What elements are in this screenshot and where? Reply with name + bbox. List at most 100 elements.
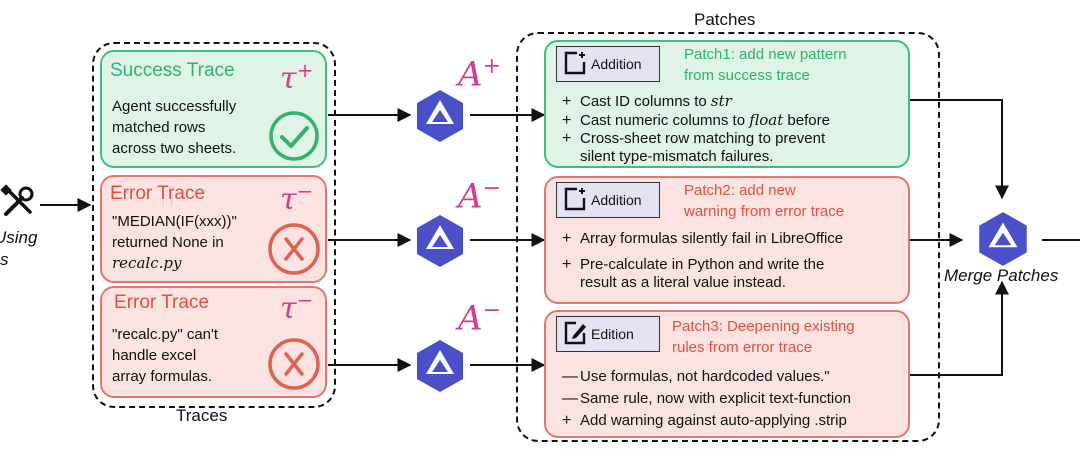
agent-node-2 [410,211,470,271]
badge-label: Addition [591,56,642,72]
tau-symbol: τ [280,61,297,96]
item-text: Same rule, now with explicit text-functi… [580,390,851,407]
item-text: Cast numeric columns to [580,112,750,129]
trace-description: Agent successfully matched rows across t… [112,96,236,159]
agent-hex-icon [417,340,463,392]
patch-item: +Array formulas silently fail in LibreOf… [562,230,843,248]
addition-badge: Addition [556,182,660,218]
patch-item: +Cross-sheet row matching to prevent [562,130,830,148]
patch-item: —Use formulas, not hardcoded values." [562,368,851,386]
patch-title-line: from success trace [684,67,810,84]
traces-title: Traces [176,406,228,425]
agent-sign: − [482,298,501,323]
patch-item-continued: result as a literal value instead. [562,274,843,292]
item-after: before [783,112,830,129]
agent-label-1: A+ [458,54,501,94]
tau-minus-label: τ− [280,288,313,326]
patch-title-line: Patch3: Deepening existing [672,318,855,335]
item-symbol: + [562,256,572,273]
patch-title: Patch3: Deepening existing rules from er… [672,316,855,358]
item-text: Pre-calculate in Python and write the [580,256,825,273]
trace-description: "recalc.py" can't handle excel array for… [112,324,218,387]
patch-items: —Use formulas, not hardcoded values." —S… [562,368,851,430]
item-symbol: + [562,112,572,129]
tau-symbol: τ [280,291,297,326]
trace-line: returned None in [112,234,224,251]
error-trace-card: Error Trace τ− "recalc.py" can't handle … [100,286,327,398]
merge-hex-icon [979,212,1027,266]
item-symbol: + [562,230,572,247]
tau-plus-label: τ+ [280,58,313,96]
patches-group [516,32,940,442]
badge-label: Addition [591,192,642,208]
patch-card-2: Addition Patch2: add new warning from er… [544,176,910,304]
trace-line: "MEDIAN(IF(xxx))" [112,213,237,230]
agent-sign: + [482,54,501,79]
patch-items: +Array formulas silently fail in LibreOf… [562,230,843,292]
trace-description: "MEDIAN(IF(xxx))" returned None in recal… [112,211,237,274]
arrow-patch3-to-merge [910,280,1009,376]
patch-item: —Same rule, now with explicit text-funct… [562,390,851,408]
agent-sign: − [482,176,501,201]
patch-title-line: Patch2: add new [684,182,796,199]
item-text: Use formulas, not hardcoded values." [580,368,830,385]
edit-file-icon [563,320,587,349]
item-text: result as a literal value instead. [580,274,786,291]
trace-line-code: recalc.py [112,254,182,272]
tau-sign: − [296,288,314,312]
patch-card-3: Edition Patch3: Deepening existing rules… [544,310,910,438]
trace-title: Error Trace [110,183,206,204]
agent-symbol: A [458,298,483,339]
success-trace-card: Success Trace τ+ Agent successfully matc… [100,50,327,168]
item-text: silent type-mismatch failures. [580,148,774,165]
traces-group [92,42,336,408]
patch-card-1: Addition Patch1: add new pattern from su… [544,40,910,168]
add-file-icon [563,186,587,215]
add-file-icon [563,50,587,79]
item-math: str [710,92,732,110]
merge-label: Merge Patches [944,266,1059,285]
patch-item: + Cast ID columns to str [562,92,830,111]
item-symbol: — [562,368,578,385]
item-symbol: + [562,412,572,429]
agent-symbol: A [458,176,483,217]
trace-title: Error Trace [114,292,210,313]
item-math: float [749,111,784,129]
item-text: Add warning against auto-applying .strip [580,412,847,429]
item-symbol: + [562,93,572,110]
x-circle-icon [266,336,322,392]
check-circle-icon [268,110,320,162]
tau-minus-label: τ− [280,179,313,217]
patch-title: Patch2: add new warning from error trace [684,180,844,222]
tools-icon [0,182,40,222]
patch-title-line: warning from error trace [684,203,845,220]
patch-item: + Pre-calculate in Python and write the [562,256,843,274]
item-text: Cross-sheet row matching to prevent [580,130,826,147]
item-text: Cast ID columns to [580,93,711,110]
trace-line: handle excel [112,347,197,364]
patch-items: + Cast ID columns to str + Cast numeric co… [562,92,830,166]
badge-label: Edition [591,326,634,342]
edition-badge: Edition [556,316,660,352]
trace-line: array formulas. [112,368,213,385]
trace-line: across two sheets. [112,140,237,157]
item-symbol: — [562,390,578,407]
patches-title: Patches [694,10,756,29]
tau-sign: − [296,179,314,203]
agent-node-3 [410,336,470,396]
patch-item-continued: silent type-mismatch failures. [562,148,830,166]
addition-badge: Addition [556,46,660,82]
patch-item: + Add warning against auto-applying .stri… [562,412,851,430]
agent-hex-icon [417,90,463,142]
left-label-bottom: s [0,250,9,269]
merge-node [972,208,1034,270]
x-circle-icon [266,221,322,277]
left-label-top: Using [0,228,38,247]
error-trace-card: Error Trace τ− "MEDIAN(IF(xxx))" returne… [100,175,327,283]
patch-title-line: rules from error trace [672,339,813,356]
agent-label-2: A− [458,176,501,216]
tau-sign: + [296,58,314,82]
agent-label-3: A− [458,298,501,338]
arrow-patch1-to-merge [910,99,1009,200]
